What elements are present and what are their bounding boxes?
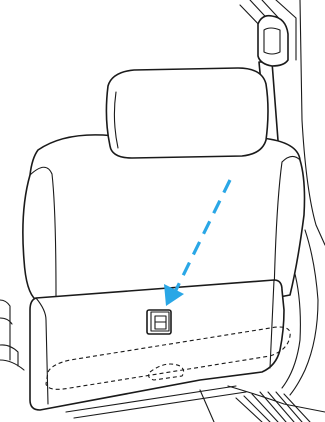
seat-back [23,135,305,300]
pocket-latch-icon [147,310,171,334]
left-interior-trim [0,300,24,370]
seat-back-pocket [30,280,290,410]
headrest [106,68,268,158]
